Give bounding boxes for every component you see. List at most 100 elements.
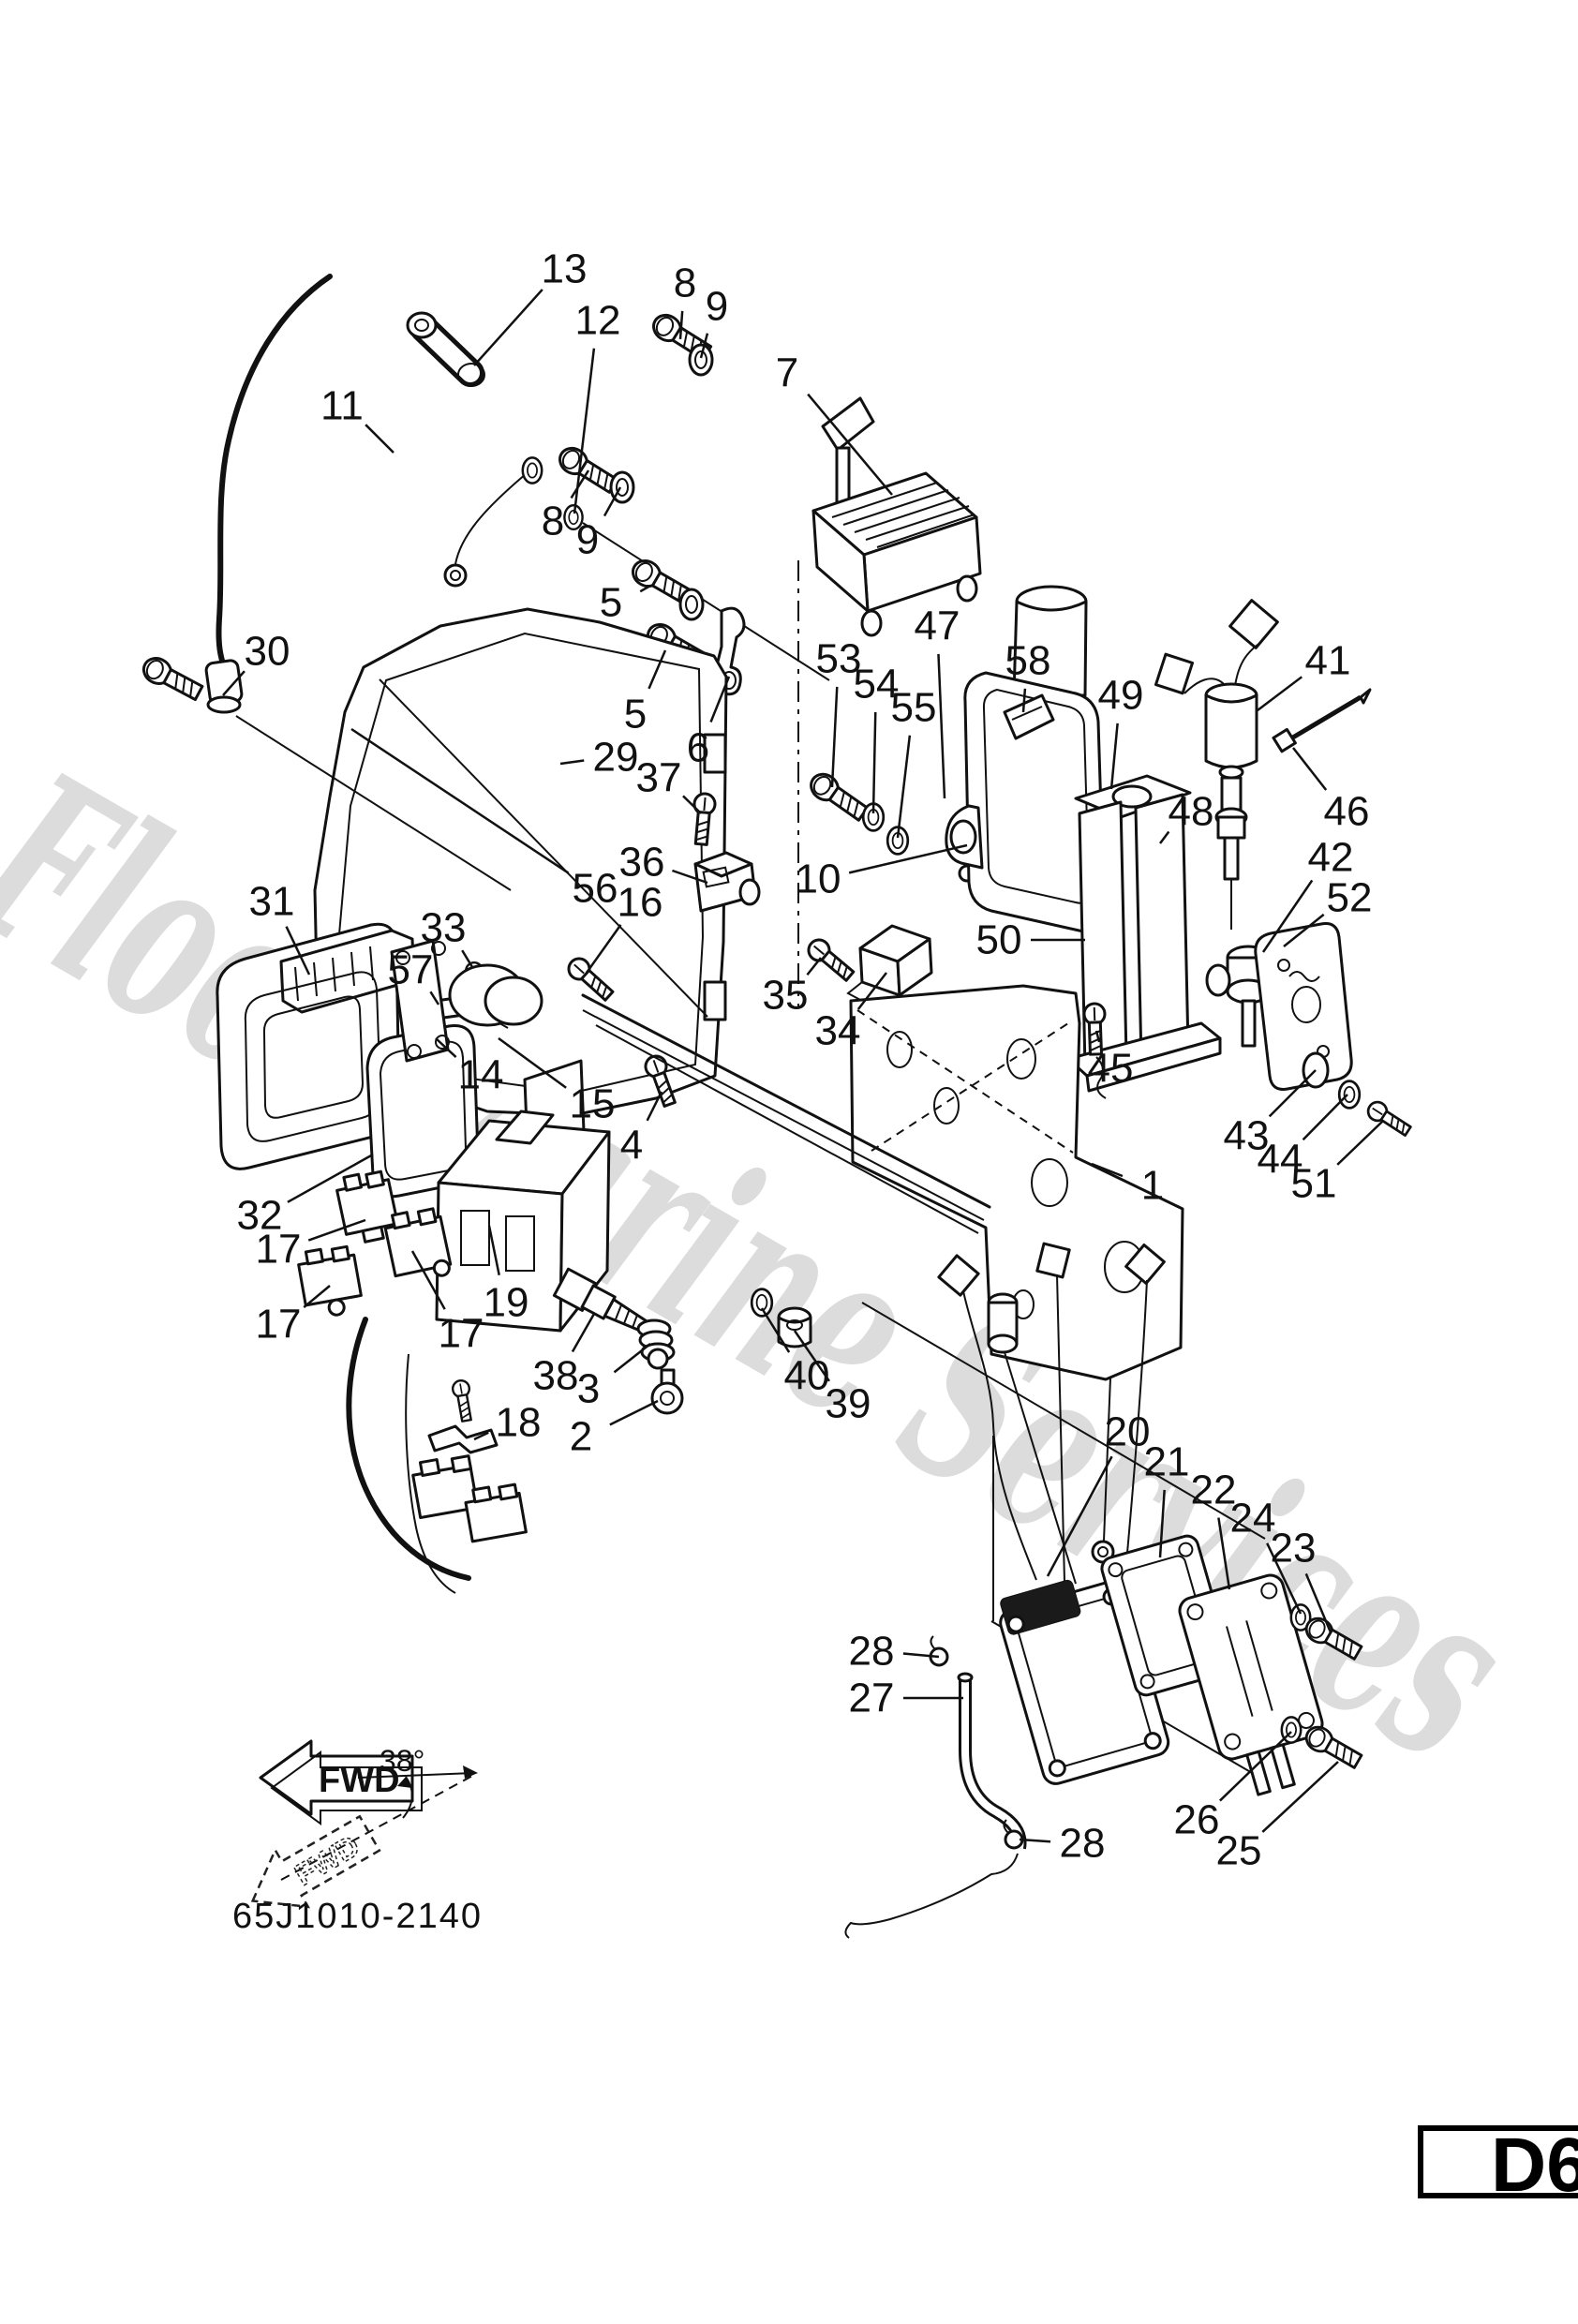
clips-18 [411,1378,528,1543]
bolt-30 [138,651,206,706]
washer-40 [750,1288,774,1318]
wire-11 [204,274,533,714]
callout-54: 54 [854,662,900,708]
leader-line-12 [573,348,596,514]
callout-51: 51 [1291,1161,1337,1207]
bracket-49-48-50 [1066,774,1222,1093]
callout-17: 17 [256,1227,302,1273]
switch-14 [390,939,543,1063]
callout-45: 45 [1088,1046,1134,1092]
leader-line-53 [830,686,839,788]
leader-line-7 [807,393,893,496]
leader-line-34 [856,972,887,1010]
callout-28: 28 [1060,1821,1106,1867]
leader-line-10 [848,843,968,874]
fwd-label: FWD [319,1761,400,1800]
leader-line-28 [902,1652,940,1659]
leader-line-21 [1158,1489,1166,1558]
callout-18: 18 [496,1400,542,1446]
rectifier-7 [811,396,982,637]
callout-2: 2 [570,1414,592,1460]
callout-44: 44 [1258,1137,1303,1183]
callout-33: 33 [421,905,467,951]
callout-36: 36 [619,840,665,886]
leader-line-30 [222,670,246,696]
leader-line-45 [1094,1030,1101,1043]
callout-37: 37 [636,755,682,801]
leader-line-9 [699,333,709,359]
leader-line-20 [1046,1455,1113,1577]
callout-9: 9 [706,284,728,330]
screw-45 [1082,1002,1108,1099]
leader-line-15 [498,1036,567,1089]
leader-line-51 [1336,1120,1384,1166]
leader-line-6 [709,676,731,723]
callout-28: 28 [849,1629,895,1675]
callout-13: 13 [542,246,588,292]
callout-52: 52 [1327,875,1373,921]
leader-line-46 [1292,747,1328,791]
leader-line-36 [672,869,708,885]
callout-49: 49 [1098,673,1144,719]
leader-line-17 [307,1218,366,1242]
callout-42: 42 [1308,835,1354,881]
leader-line-5 [639,584,651,593]
leader-line-49 [1109,723,1119,790]
callout-4: 4 [620,1123,643,1169]
callout-8: 8 [674,261,696,306]
leader-line-5 [648,649,667,690]
leader-line-40 [760,1307,791,1353]
leader-line-17 [410,1250,446,1310]
leader-line-42 [1261,879,1314,953]
starter-relay-47 [945,585,1106,933]
leader-line-55 [896,735,912,839]
thermo-switch-41 [1154,599,1279,930]
cable-curve-2 [405,1353,456,1594]
elbow-joint-13 [406,311,543,484]
callout-5: 5 [624,692,647,737]
callout-47: 47 [915,603,960,649]
leader-line-54 [871,711,877,814]
callout-9: 9 [576,517,599,563]
leader-line-33 [461,949,474,968]
grommet-3 [636,1318,676,1370]
leader-line-26 [1219,1731,1292,1802]
leader-line-57 [429,991,440,1006]
leader-line-48 [1158,830,1170,844]
callout-46: 46 [1324,789,1370,835]
tag-58 [1003,693,1055,740]
cdi-harness [861,1242,1266,1781]
terminal-2 [650,1368,684,1415]
callout-58: 58 [1005,638,1051,684]
bolt-53 [804,767,871,826]
leader-line-1 [1091,1162,1124,1178]
leader-line-4 [646,1091,663,1122]
leader-line-13 [473,289,543,366]
callout-39: 39 [826,1381,871,1427]
page-tab: D6 [1418,2125,1578,2204]
leader-line-8 [570,469,590,499]
callout-55: 55 [891,685,937,731]
callout-48: 48 [1169,789,1214,835]
leader-line-31 [285,926,311,976]
washer-9a [688,343,714,377]
cable-curve [346,1317,471,1581]
callout-11: 11 [320,383,364,429]
callout-34: 34 [815,1008,861,1054]
leader-line-24 [1266,1542,1303,1615]
leader-line-16 [585,924,622,974]
collar-39 [777,1306,812,1348]
leader-line-11 [365,424,394,454]
sensor-36 [693,851,761,913]
cable-tie-46 [1272,688,1372,753]
callout-32: 32 [237,1193,283,1239]
callout-41: 41 [1305,638,1351,684]
leader-line-8 [678,310,684,340]
leader-line-56 [350,727,570,874]
callout-31: 31 [249,879,295,925]
callout-10: 10 [796,857,841,902]
callout-43: 43 [1224,1113,1270,1159]
callout-15: 15 [570,1081,616,1127]
